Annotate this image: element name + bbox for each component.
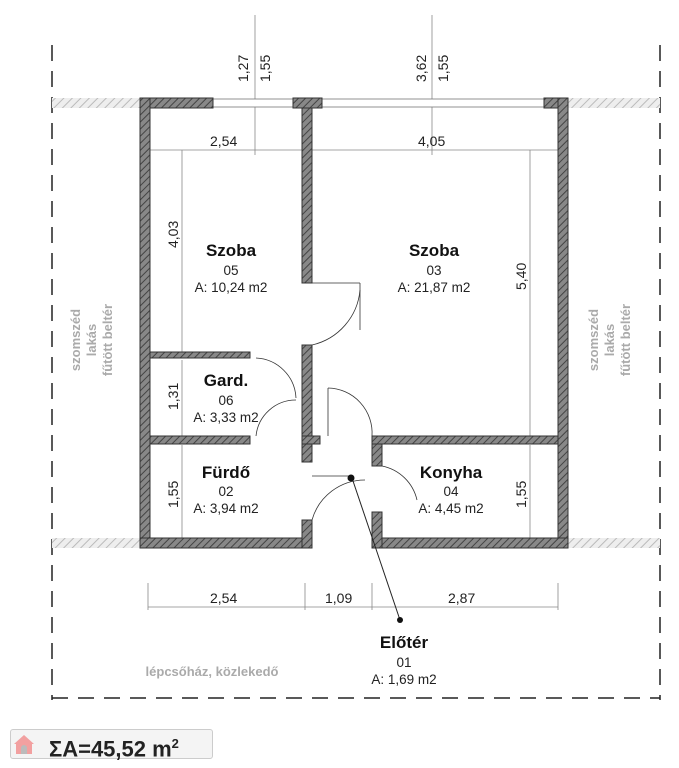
- dimension-lines: [147, 15, 559, 610]
- room-number: 03: [426, 263, 441, 278]
- room-szoba-05: Szoba 05 A: 10,24 m2: [195, 241, 268, 295]
- room-gard-06: Gard. 06 A: 3,33 m2: [193, 371, 258, 425]
- dim-height-04: 1,55: [513, 481, 529, 508]
- total-area-badge: ΣA=45,52 m2: [10, 729, 213, 761]
- room-area: A: 10,24 m2: [195, 280, 268, 295]
- neighbor-text: szomszéd: [586, 309, 601, 371]
- dim-height-02: 1,55: [165, 481, 181, 508]
- dim-bottom-left: 2,54: [210, 590, 237, 606]
- dim-height-05: 4,03: [165, 221, 181, 248]
- house-icon: [14, 735, 34, 754]
- room-name: Szoba: [409, 241, 460, 260]
- neighbor-label-right: szomszéd lakás fűtött beltér: [586, 304, 633, 376]
- dim-height-06: 1,31: [165, 383, 181, 410]
- room-number: 05: [223, 263, 238, 278]
- property-boundary: [51, 45, 661, 700]
- total-area-unit-exp: 2: [171, 736, 179, 751]
- neighbor-text: lakás: [602, 324, 617, 357]
- leader-dot: [347, 474, 355, 482]
- room-number: 01: [396, 655, 411, 670]
- dim-width-05: 2,54: [210, 133, 237, 149]
- room-area: A: 3,33 m2: [193, 410, 258, 425]
- doors[interactable]: [255, 282, 418, 521]
- dim-height-03: 5,40: [513, 263, 529, 290]
- room-szoba-03: Szoba 03 A: 21,87 m2: [398, 241, 471, 295]
- stairwell-label: lépcsőház, közlekedő: [146, 664, 279, 679]
- dim-bottom-mid: 1,09: [325, 590, 352, 606]
- dim-top-left-b: 1,55: [257, 55, 273, 82]
- neighbor-text: fűtött beltér: [618, 304, 633, 376]
- room-name: Előtér: [380, 633, 429, 652]
- neighbor-text: fűtött beltér: [100, 304, 115, 376]
- room-area: A: 1,69 m2: [371, 672, 436, 687]
- leader-dot: [397, 617, 403, 623]
- total-area: ΣA=45,52 m2: [49, 730, 179, 763]
- dim-top-right-b: 1,55: [435, 55, 451, 82]
- walls: [139, 97, 569, 549]
- dim-bottom-right: 2,87: [448, 590, 475, 606]
- room-number: 04: [443, 484, 459, 499]
- room-area: A: 21,87 m2: [398, 280, 471, 295]
- dim-width-03: 4,05: [418, 133, 445, 149]
- room-name: Konyha: [420, 463, 483, 482]
- neighbor-walls: [52, 98, 660, 548]
- room-name: Gard.: [204, 371, 248, 390]
- room-number: 06: [218, 393, 233, 408]
- room-eloter-01: Előtér 01 A: 1,69 m2: [371, 633, 436, 687]
- room-area: A: 4,45 m2: [418, 501, 483, 516]
- dimension-labels: 1,27 1,55 3,62 1,55 2,54 4,05 4,03 5,40 …: [165, 55, 529, 606]
- room-furdo-02: Fürdő 02 A: 3,94 m2: [193, 463, 258, 516]
- total-area-value: ΣA=45,52 m: [49, 736, 172, 762]
- room-number: 02: [218, 484, 233, 499]
- dim-top-left-a: 1,27: [235, 55, 251, 82]
- dim-top-right-a: 3,62: [413, 55, 429, 82]
- room-name: Fürdő: [202, 463, 250, 482]
- windows: [212, 98, 545, 108]
- neighbor-label-left: szomszéd lakás fűtött beltér: [68, 304, 115, 376]
- room-area: A: 3,94 m2: [193, 501, 258, 516]
- room-konyha-04: Konyha 04 A: 4,45 m2: [418, 463, 483, 516]
- leader-line: [351, 477, 401, 621]
- neighbor-text: szomszéd: [68, 309, 83, 371]
- neighbor-text: lakás: [84, 324, 99, 357]
- room-name: Szoba: [206, 241, 257, 260]
